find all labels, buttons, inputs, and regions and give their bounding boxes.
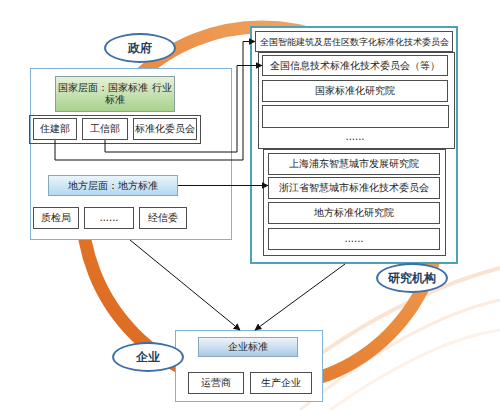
process-box: ......	[268, 228, 440, 250]
level-header: 地方层面：地方标准	[48, 175, 178, 196]
box-text: 经信委	[148, 212, 178, 224]
ellipsis-note: ......	[262, 131, 448, 143]
process-box: 工信部	[82, 118, 128, 140]
heading-ellipse: 企业	[112, 342, 184, 372]
process-box: 全国智能建筑及居住区数字化标准化技术委员会	[255, 31, 453, 52]
process-box: 质检局	[33, 207, 79, 229]
box-text: 住建部	[40, 123, 70, 135]
flow-arrow	[105, 66, 262, 153]
box-text: 全国智能建筑及居住区数字化标准化技术委员会	[260, 36, 449, 48]
process-box: 标准化委员会	[133, 118, 197, 140]
heading-ellipse: 政府	[104, 33, 176, 63]
box-text: 地方标准化研究院	[314, 207, 394, 219]
process-box: 全国信息技术标准化技术委员会（等）	[262, 55, 448, 76]
group-panel: 政府国家层面：国家标准 行业标准住建部工信部标准化委员会地方层面：地方标准质检局…	[30, 68, 232, 240]
group-frame	[30, 116, 201, 144]
level-header: 国家层面：国家标准 行业标准	[55, 76, 175, 112]
process-box: 地方标准化研究院	[268, 202, 440, 224]
process-box: 运营商	[188, 372, 244, 394]
group-frame	[259, 53, 455, 149]
box-text: 生产企业	[261, 377, 301, 389]
box-text: 全国信息技术标准化技术委员会（等）	[270, 60, 440, 72]
decor-swoosh	[330, 330, 500, 410]
box-text: 质检局	[41, 212, 71, 224]
flow-arrow	[178, 185, 268, 186]
empty-box	[263, 106, 449, 128]
box-text: 工信部	[90, 123, 120, 135]
group-frame	[264, 150, 446, 256]
process-box: ......	[84, 207, 134, 229]
process-box: 上海浦东智慧城市发展研究院	[268, 153, 440, 175]
process-box: 国家标准化研究院	[262, 80, 448, 102]
box-text: 上海浦东智慧城市发展研究院	[289, 158, 419, 170]
box-text: 企业标准	[228, 341, 268, 353]
box-text: 标准化委员会	[135, 123, 195, 135]
process-box: 生产企业	[250, 372, 312, 394]
box-text: 浙江省智慧城市标准化技术委员会	[279, 182, 429, 194]
box-text: 国家层面：国家标准 行业标准	[56, 82, 174, 106]
flow-arrow	[255, 264, 345, 330]
process-box: 浙江省智慧城市标准化技术委员会	[268, 177, 440, 199]
group-panel: 研究机构全国智能建筑及居住区数字化标准化技术委员会全国信息技术标准化技术委员会（…	[250, 26, 458, 264]
flow-arrow	[130, 240, 240, 330]
process-box: 住建部	[33, 118, 77, 140]
level-header: 企业标准	[198, 337, 298, 357]
box-text: 地方层面：地方标准	[68, 180, 158, 192]
flow-arrow	[55, 42, 255, 161]
heading-ellipse: 研究机构	[376, 263, 448, 293]
box-text: 运营商	[201, 377, 231, 389]
group-panel: 企业企业标准运营商生产企业	[175, 330, 323, 402]
process-box: 经信委	[139, 207, 187, 229]
box-text: ......	[344, 233, 363, 245]
box-text: 国家标准化研究院	[315, 85, 395, 97]
box-text: ......	[99, 212, 118, 224]
